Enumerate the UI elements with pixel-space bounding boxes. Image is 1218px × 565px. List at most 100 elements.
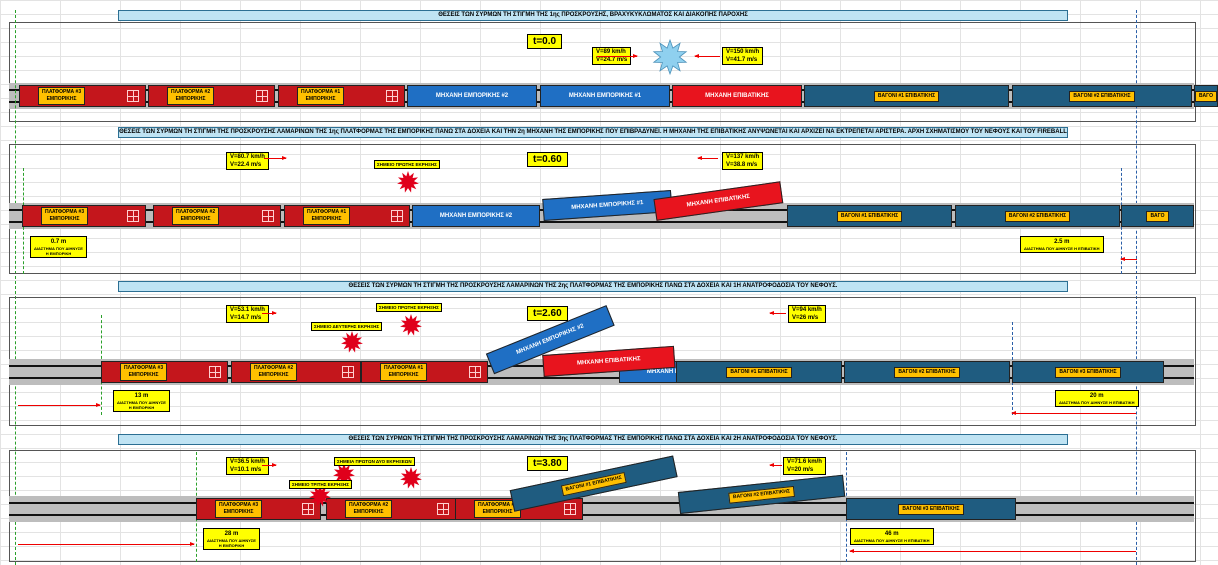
window-icon [564,503,576,515]
passenger-direction-arrow [769,311,786,315]
window-icon [127,210,139,222]
explosion-icon [341,331,363,353]
explosion-icon [397,171,419,193]
vehicle-label: ΒΑΓΟΝΙ #1 ΕΠΙΒΑΤΙΚΗΣ [836,210,903,222]
vehicle-label: ΠΛΑΤΦΟΡΜΑ #1 ΕΜΠΟΡΙΚΗΣ [380,363,428,381]
vehicle-label: ΒΑΓΟΝΙ #2 ΕΠΙΒΑΤΙΚΗΣ [1069,90,1135,102]
vehicle-platform-1: ΠΛΑΤΦΟΡΜΑ #1 ΕΜΠΟΡΙΚΗΣ [278,85,405,107]
passenger-direction-arrow [694,54,720,58]
vehicle-platform-3: ΠΛΑΤΦΟΡΜΑ #3 ΕΜΠΟΡΙΚΗΣ [22,205,146,227]
time-label: t=3.80 [527,456,568,471]
passenger-reference-line [1136,10,1137,565]
freight-reference-line [15,10,16,565]
explosion-note: ΣΗΜΕΙΟ ΤΡΙΤΗΣ ΕΚΡΗΞΗΣ [289,480,352,489]
window-icon [342,366,354,378]
window-icon [302,503,314,515]
vehicle-label: ΒΑΓΟ [1146,210,1169,222]
vehicle-wagon-3-clipped: ΒΑΓΟ [1121,205,1194,227]
freight-direction-arrow [262,463,277,467]
vehicle-label: ΠΛΑΤΦΟΡΜΑ #3 ΕΜΠΟΡΙΚΗΣ [38,87,86,105]
vehicle-label: ΜΗΧΑΝΗ ΕΠΙΒΑΤΙΚΗΣ [576,356,641,367]
time-label: t=2.60 [527,306,568,321]
vehicle-platform-2: ΠΛΑΤΦΟΡΜΑ #2 ΕΜΠΟΡΙΚΗΣ [326,498,456,520]
passenger-direction-arrow [769,463,782,467]
window-icon [391,210,403,222]
passenger-distance-arrow [1120,257,1137,261]
vehicle-wagon-1: ΒΑΓΟΝΙ #1 ΕΠΙΒΑΤΙΚΗΣ [787,205,952,227]
vehicle-label: ΠΛΑΤΦΟΡΜΑ #2 ΕΜΠΟΡΙΚΗΣ [345,500,393,518]
scene-panel [9,22,1196,122]
window-icon [209,366,221,378]
vehicle-label: ΒΑΓΟΝΙ #3 ΕΠΙΒΑΤΙΚΗΣ [898,503,964,515]
passenger-distance-arrow [849,549,1136,553]
explosion-note: ΣΗΜΕΙΟ ΠΡΩΤΗΣ ΕΚΡΗΞΗΣ [374,160,440,169]
vehicle-label: ΠΛΑΤΦΟΡΜΑ #1 ΕΜΠΟΡΙΚΗΣ [303,207,351,225]
vehicle-wagon-2: ΒΑΓΟΝΙ #2 ΕΠΙΒΑΤΙΚΗΣ [844,361,1010,383]
freight-direction-arrow [264,156,287,160]
vehicle-label: ΠΛΑΤΦΟΡΜΑ #3 ΕΜΠΟΡΙΚΗΣ [41,207,89,225]
distance-caption: Η ΕΜΠΟΡΙΚΗ [218,543,245,548]
rail [9,502,1194,504]
vehicle-platform-1: ΠΛΑΤΦΟΡΜΑ #1 ΕΜΠΟΡΙΚΗΣ [361,361,488,383]
speed-line: V=137 km/h [726,154,760,160]
distance-caption: Η ΕΜΠΟΡΙΚΗ [45,251,72,256]
vehicle-wagon-3-clipped: ΒΑΓΟ [1194,85,1218,107]
vehicle-wagon-2: ΒΑΓΟΝΙ #2 ΕΠΙΒΑΤΙΚΗΣ [955,205,1120,227]
distance-value: 0.7 m [50,239,67,245]
scene-title-banner: ΘΕΣΕΙΣ ΤΩΝ ΣΥΡΜΩΝ ΤΗ ΣΤΙΓΜΗ ΤΗΣ ΠΡΟΣΚΡΟΥ… [118,434,1068,445]
freight-direction-arrow [262,311,277,315]
window-icon [262,210,274,222]
vehicle-platform-2: ΠΛΑΤΦΟΡΜΑ #2 ΕΜΠΟΡΙΚΗΣ [148,85,275,107]
impact-star-icon [652,38,688,76]
distance-caption: ΔΙΑΣΤΗΜΑ ΠΟΥ ΔΙΗΝΥΣΕ Η ΕΠΙΒΑΤΙΚΗ [1059,400,1135,405]
speed-line: V=20 m/s [787,467,814,473]
vehicle-label: ΒΑΓΟΝΙ #2 ΕΠΙΒΑΤΙΚΗΣ [728,485,795,504]
vehicle-wagon-1: ΒΑΓΟΝΙ #1 ΕΠΙΒΑΤΙΚΗΣ [676,361,842,383]
rail [9,514,1194,516]
explosion-note: ΣΗΜΕΙΑ ΠΡΩΤΩΝ ΔΥΟ ΕΚΡΗΞΕΩΝ [334,457,415,466]
vehicle-label: ΒΑΓΟΝΙ #3 ΕΠΙΒΑΤΙΚΗΣ [1055,366,1121,378]
vehicle-label: ΒΑΓΟΝΙ #2 ΕΠΙΒΑΤΙΚΗΣ [1004,210,1071,222]
window-icon [127,90,139,102]
vehicle-label: ΠΛΑΤΦΟΡΜΑ #3 ΕΜΠΟΡΙΚΗΣ [120,363,168,381]
explosion-note: ΣΗΜΕΙΟ ΔΕΥΤΕΡΗΣ ΕΚΡΗΞΗΣ [311,322,383,331]
vehicle-label: ΠΛΑΤΦΟΡΜΑ #2 ΕΜΠΟΡΙΚΗΣ [250,363,298,381]
vehicle-platform-1: ΠΛΑΤΦΟΡΜΑ #1 ΕΜΠΟΡΙΚΗΣ [284,205,410,227]
speed-line: V=150 km/h [726,49,760,55]
vehicle-wagon-2: ΒΑΓΟΝΙ #2 ΕΠΙΒΑΤΙΚΗΣ [1012,85,1192,107]
window-icon [386,90,398,102]
speed-line: V=38.8 m/s [726,162,758,168]
distance-value: 28 m [224,531,239,537]
passenger-direction-arrow [697,156,718,160]
vehicle-platform-3: ΠΛΑΤΦΟΡΜΑ #3 ΕΜΠΟΡΙΚΗΣ [196,498,321,520]
scene-title-banner: ΘΕΣΕΙΣ ΤΩΝ ΣΥΡΜΩΝ ΤΗ ΣΤΙΓΜΗ ΤΗΣ ΠΡΟΣΚΡΟΥ… [118,127,1068,138]
vehicle-wagon-1: ΒΑΓΟΝΙ #1 ΕΠΙΒΑΤΙΚΗΣ [804,85,1009,107]
window-icon [437,503,449,515]
vehicle-wagon-3: ΒΑΓΟΝΙ #3 ΕΠΙΒΑΤΙΚΗΣ [1012,361,1164,383]
vehicle-label: ΒΑΓΟΝΙ #1 ΕΠΙΒΑΤΙΚΗΣ [873,90,940,102]
vehicle-passenger-engine: ΜΗΧΑΝΗ ΕΠΙΒΑΤΙΚΗΣ [672,85,802,107]
vehicle-platform-3: ΠΛΑΤΦΟΡΜΑ #3 ΕΜΠΟΡΙΚΗΣ [19,85,146,107]
vehicle-label: ΠΛΑΤΦΟΡΜΑ #3 ΕΜΠΟΡΙΚΗΣ [215,500,263,518]
freight-distance-arrow [18,403,101,407]
vehicle-label: ΠΛΑΤΦΟΡΜΑ #2 ΕΜΠΟΡΙΚΗΣ [167,87,215,105]
speed-line: V=10.1 m/s [230,467,262,473]
time-label: t=0.60 [527,152,568,167]
window-icon [469,366,481,378]
scene-title-banner: ΘΕΣΕΙΣ ΤΩΝ ΣΥΡΜΩΝ ΤΗ ΣΤΙΓΜΗ ΤΗΣ ΠΡΟΣΚΡΟΥ… [118,281,1068,292]
vehicle-label: ΒΑΓΟΝΙ #2 ΕΠΙΒΑΤΙΚΗΣ [894,366,960,378]
vehicle-label: ΒΑΓΟΝΙ #1 ΕΠΙΒΑΤΙΚΗΣ [726,366,792,378]
distance-value: 46 m [884,531,899,537]
vehicle-label: ΠΛΑΤΦΟΡΜΑ #2 ΕΜΠΟΡΙΚΗΣ [172,207,220,225]
freight-direction-arrow [597,54,638,58]
